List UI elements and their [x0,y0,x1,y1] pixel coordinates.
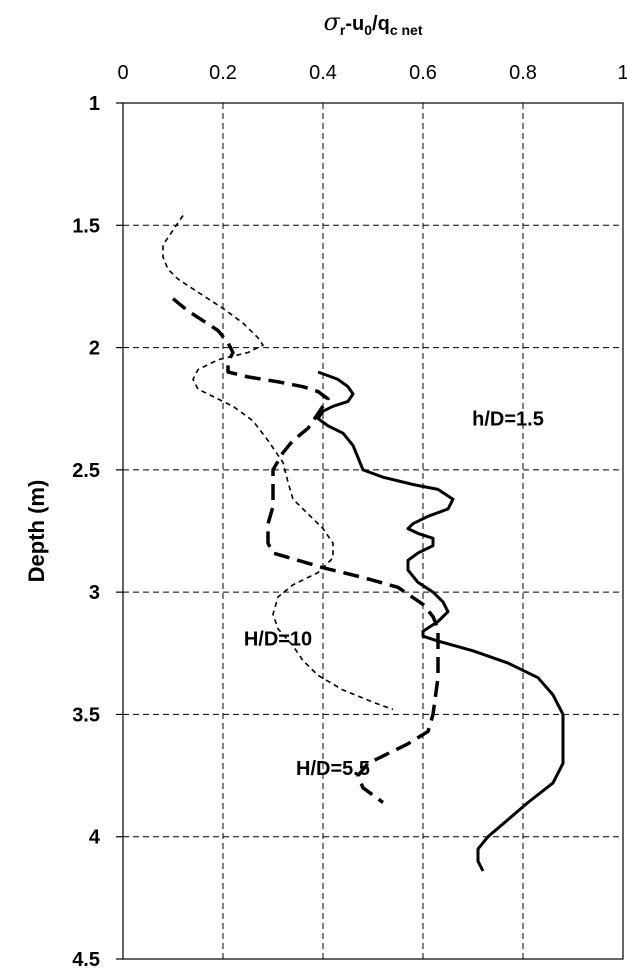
grid-layer [116,102,623,960]
y-tick-labels: 1 1.5 2 2.5 3 3.5 4 4.5 [72,93,101,971]
x-tick-label: 0.8 [509,62,537,84]
y-tick-label: 3.5 [72,704,100,726]
x-axis-title-sub-r: r [340,22,346,38]
x-tick-label: 0 [117,62,128,84]
y-tick-label: 3 [89,582,100,604]
series-line-2 [162,215,394,711]
y-tick-label: 4.5 [72,949,100,971]
y-tick-label: 1 [89,93,100,115]
plot-frame [122,102,624,960]
x-tick-label: 1 [617,62,627,84]
y-tick-label: 1.5 [72,215,100,237]
y-tick-label: 4 [89,827,101,849]
x-tick-label: 0.6 [409,62,437,84]
x-axis-title: σr-u0/qc net [324,8,423,38]
series-annotation: h/D=1.5 [472,408,544,430]
x-axis-title-sub-cnet: c net [390,22,423,38]
x-axis-title-sub-0: 0 [364,22,372,38]
x-tick-label: 0.2 [209,62,237,84]
series-annotation: H/D=10 [244,629,312,651]
series-layer [162,215,565,872]
x-tick-labels: 0 0.2 0.4 0.6 0.8 1 [117,62,627,84]
x-axis-title-sigma: σ [324,8,341,36]
series-annotation: H/D=5.5 [296,758,370,780]
series-line-1 [171,297,440,804]
y-tick-label: 2.5 [72,460,100,482]
y-axis-title: Depth (m) [24,480,49,583]
y-tick-label: 2 [89,338,100,360]
x-axis-title-mid: -u [345,13,364,35]
x-axis-title-slash-q: /q [372,13,390,35]
x-tick-label: 0.4 [309,62,337,84]
series-line-0 [316,370,565,872]
annotations: h/D=1.5H/D=10H/D=5.5 [244,408,544,780]
